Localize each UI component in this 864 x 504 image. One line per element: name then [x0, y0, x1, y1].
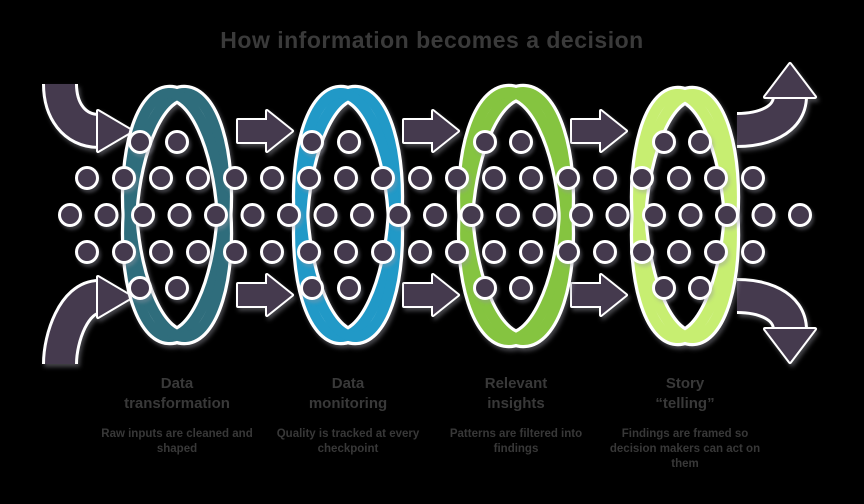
data-dot [165, 276, 189, 300]
data-dot [652, 276, 676, 300]
right-arrow-icon [402, 109, 460, 153]
data-dot [509, 276, 533, 300]
data-dot [482, 240, 506, 264]
data-dot [223, 166, 247, 190]
data-dot [652, 130, 676, 154]
data-dot [204, 203, 228, 227]
data-dot [423, 203, 447, 227]
right-arrow-icon [402, 273, 460, 317]
right-arrow-icon [236, 109, 294, 153]
data-dot [630, 240, 654, 264]
data-dot [186, 166, 210, 190]
data-dot [556, 166, 580, 190]
data-dot [688, 130, 712, 154]
data-dot [131, 203, 155, 227]
data-dot [149, 166, 173, 190]
data-dot [715, 203, 739, 227]
data-dot [593, 166, 617, 190]
data-dot [337, 130, 361, 154]
stage-arrows [236, 109, 628, 317]
outflow-arrow-top [736, 62, 817, 148]
data-dot [350, 203, 374, 227]
data-dot [704, 240, 728, 264]
data-dot [112, 240, 136, 264]
data-dot [128, 130, 152, 154]
inflow-arrow-bottom [42, 275, 134, 365]
data-dot [58, 203, 82, 227]
data-dot [704, 166, 728, 190]
data-dot [445, 240, 469, 264]
data-dot [371, 240, 395, 264]
data-dot [297, 240, 321, 264]
data-dot [371, 166, 395, 190]
data-dot [509, 130, 533, 154]
data-dot [260, 166, 284, 190]
data-dot [445, 166, 469, 190]
data-dot [667, 166, 691, 190]
data-dot [788, 203, 812, 227]
data-dot [519, 240, 543, 264]
data-dot [223, 240, 247, 264]
data-dot [741, 240, 765, 264]
data-dot [297, 166, 321, 190]
data-dot [630, 166, 654, 190]
data-dot [667, 240, 691, 264]
data-dot [408, 166, 432, 190]
data-dot [473, 276, 497, 300]
data-dot [337, 276, 361, 300]
data-dot [334, 240, 358, 264]
data-dot [149, 240, 173, 264]
right-arrow-icon [570, 109, 628, 153]
outflow-arrow-bottom [736, 278, 817, 364]
data-dot [678, 203, 703, 227]
data-dot [741, 166, 765, 190]
inflow-arrow-top [42, 82, 134, 153]
data-dot [642, 203, 666, 227]
data-dot [94, 203, 119, 227]
data-dot [277, 203, 301, 227]
data-dot [532, 203, 557, 227]
right-arrow-icon [570, 273, 628, 317]
data-dot [334, 166, 358, 190]
data-dot [751, 203, 776, 227]
data-dot [593, 240, 617, 264]
data-dot [167, 203, 192, 227]
data-dot [519, 166, 543, 190]
data-dot [240, 203, 265, 227]
dots-field [58, 130, 812, 300]
data-dot [386, 203, 411, 227]
data-dot [260, 240, 284, 264]
data-dot [605, 203, 630, 227]
data-dot [75, 240, 99, 264]
data-dot [165, 130, 189, 154]
data-dot [688, 276, 712, 300]
data-dot [300, 130, 324, 154]
data-dot [569, 203, 593, 227]
data-dot [112, 166, 136, 190]
right-arrow-icon [236, 273, 294, 317]
data-dot [128, 276, 152, 300]
data-dot [473, 130, 497, 154]
data-dot [496, 203, 520, 227]
data-dot [186, 240, 210, 264]
data-dot [459, 203, 484, 227]
data-dot [556, 240, 580, 264]
data-dot [300, 276, 324, 300]
data-dot [482, 166, 506, 190]
data-dot [313, 203, 338, 227]
data-dot [75, 166, 99, 190]
data-dot [408, 240, 432, 264]
page-title: How information becomes a decision [220, 27, 644, 53]
